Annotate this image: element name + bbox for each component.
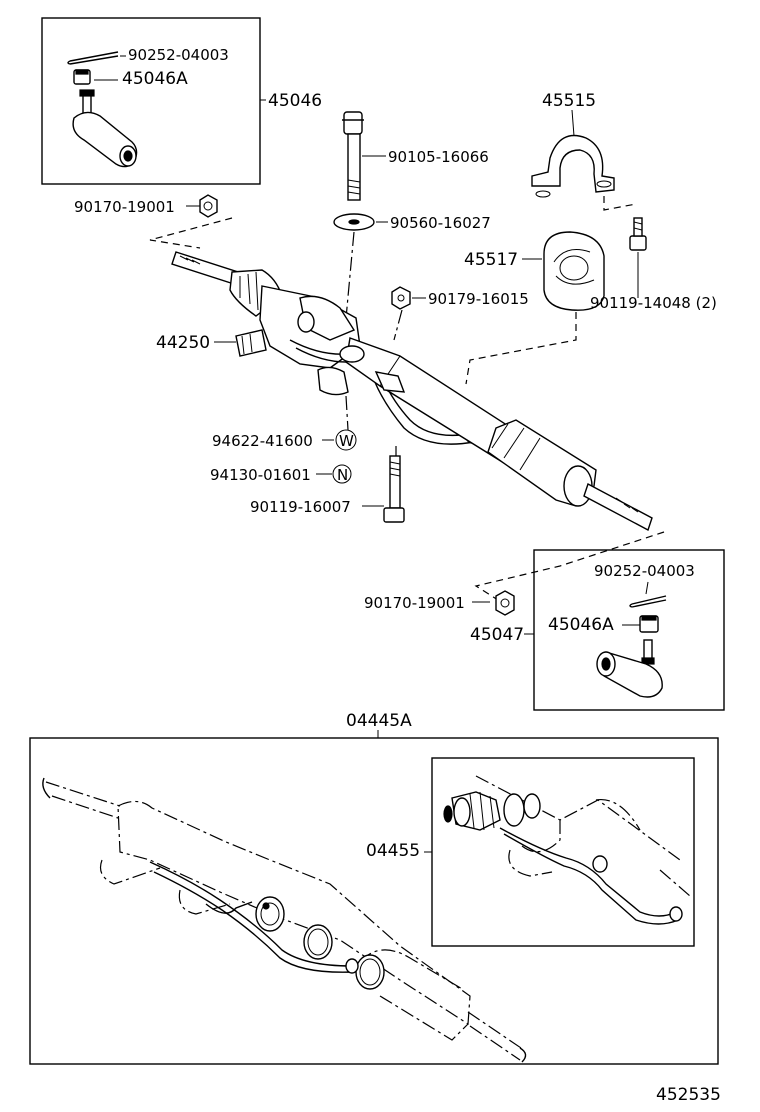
part-label-45515: 45515 <box>542 91 596 111</box>
lock-nut-icon <box>199 194 218 218</box>
pinion-seal-kit-icon <box>443 791 541 831</box>
tie-rod-end-icon-right <box>596 639 663 698</box>
o-ring-icon <box>303 924 333 960</box>
part-label-90179-16015: 90179-16015 <box>428 290 529 308</box>
washer-w-marker: W <box>335 429 357 451</box>
part-label-94622-41600: 94622-41600 <box>212 432 313 450</box>
flat-washer-icon <box>333 213 375 231</box>
part-label-90170-19001-bottom: 90170-19001 <box>364 594 465 612</box>
part-label-45046a-bottom: 45046A <box>548 615 614 635</box>
steering-rack-assembly <box>171 251 653 532</box>
oil-seal-ring-icon <box>255 896 285 932</box>
seal-kit-box-frame <box>431 757 695 947</box>
part-label-90105-16066: 90105-16066 <box>388 148 489 166</box>
valve-housing-ghost <box>475 775 691 897</box>
nonreusable-marker-letter: N <box>337 466 348 484</box>
part-label-90252-04003-bottom: 90252-04003 <box>594 562 695 580</box>
figure-number: 452535 <box>656 1085 721 1105</box>
part-label-90252-04003-top: 90252-04003 <box>128 46 229 64</box>
gasket-kit-box-frame <box>29 737 719 1065</box>
castle-nut-icon-right <box>639 615 659 633</box>
bracket-bolt-icon <box>629 217 647 251</box>
tie-rod-end-box-45046: 90252-04003 45046A <box>41 17 261 185</box>
rack-seal-icon <box>345 954 385 990</box>
part-label-90560-16027: 90560-16027 <box>390 214 491 232</box>
washer-marker-letter: W <box>339 432 354 450</box>
nonreusable-n-marker: N <box>332 464 352 484</box>
cotter-pin-icon <box>67 51 119 65</box>
part-label-04445a: 04445A <box>346 711 412 731</box>
rack-outline-ghost <box>42 777 527 1063</box>
cotter-pin-icon-right <box>629 595 667 608</box>
part-label-45517: 45517 <box>464 250 518 270</box>
seal-kit-box-04455 <box>431 757 695 947</box>
castle-nut-icon <box>73 69 91 85</box>
part-label-45046: 45046 <box>268 91 322 111</box>
part-label-44250: 44250 <box>156 333 210 353</box>
rack-bracket-icon <box>531 134 615 198</box>
part-label-90119-14048: 90119-14048 (2) <box>590 294 717 312</box>
tie-rod-end-box-right-frame <box>533 549 725 711</box>
hex-nut-icon <box>391 286 411 310</box>
tie-rod-end-box-45047: 90252-04003 45046A <box>533 549 725 711</box>
part-label-90170-19001-top: 90170-19001 <box>74 198 175 216</box>
gasket-kit-box-04445a <box>29 737 719 1065</box>
part-label-94130-01601: 94130-01601 <box>210 466 311 484</box>
mounting-bolt-icon <box>342 111 364 201</box>
long-bolt-icon <box>383 455 405 523</box>
part-label-45046a-top: 45046A <box>122 69 188 89</box>
part-label-04455: 04455 <box>366 841 420 861</box>
tie-rod-end-icon <box>72 89 138 168</box>
part-label-90119-16007: 90119-16007 <box>250 498 351 516</box>
tie-rod-end-box-frame <box>41 17 261 185</box>
part-label-45047: 45047 <box>470 625 524 645</box>
rubber-grommet-icon <box>543 231 605 311</box>
lock-nut-icon-right <box>495 590 515 616</box>
